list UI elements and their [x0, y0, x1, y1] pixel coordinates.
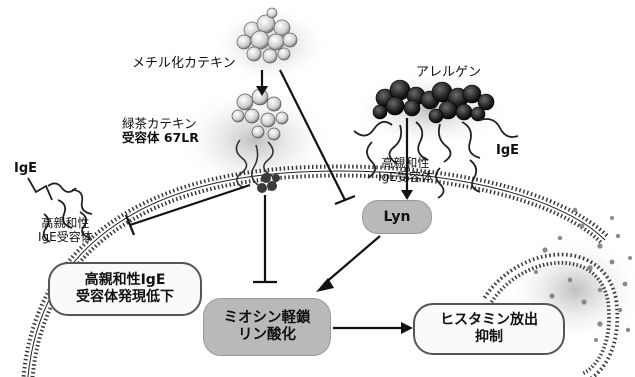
receptor-67lr — [231, 88, 289, 193]
receptor-ige-right — [353, 118, 519, 199]
histamine-release-line1: ヒスタミン放出 — [440, 312, 538, 329]
fceri-left-line2: IgE受容体 — [38, 229, 93, 244]
receptor-expression-line1: 高親和性IgE — [84, 272, 166, 289]
receptor-ige-left — [27, 177, 93, 243]
histamine-release-box: ヒスタミン放出 抑制 — [413, 303, 565, 355]
lyn-box: Lyn — [362, 200, 432, 234]
allergen-label: アレルゲン — [416, 65, 482, 80]
inhibit-receptor-to-expression — [124, 183, 251, 236]
receptor-expression-line2: 受容体発現低下 — [76, 289, 174, 305]
receptor-haze — [175, 85, 335, 195]
allergen-cluster — [372, 79, 495, 124]
catechin-cluster-top — [236, 7, 298, 64]
granule-membrane — [482, 252, 620, 377]
receptor-67lr-line1: 緑茶カテキン — [122, 116, 197, 131]
fceri-left-line1: 高親和性 — [41, 216, 90, 230]
mlc-phosphorylation-line2: リン酸化 — [238, 327, 296, 343]
mlc-phosphorylation-box: ミオシン軽鎖 リン酸化 — [203, 298, 331, 356]
inhibit-catechin-to-lyn — [279, 69, 356, 206]
arrow-allergen-to-lyn — [401, 118, 413, 200]
fceri-left-label: 高親和性 IgE受容体 — [38, 216, 93, 245]
receptor-67lr-line2: 受容体 67LR — [122, 130, 199, 146]
fceri-right-line1: 高親和性 — [381, 156, 430, 170]
arrow-catechin-to-receptor — [256, 70, 268, 96]
methyl-catechin-label: メチル化カテキン — [132, 56, 236, 71]
fceri-right-line2: IgE受容体 — [378, 169, 433, 184]
mlc-phosphorylation-line1: ミオシン軽鎖 — [223, 309, 311, 326]
ige-right-label: IgE — [496, 143, 520, 158]
arrow-mlc-to-histamine — [333, 322, 413, 334]
histamine-release-line2: 抑制 — [475, 329, 503, 345]
arrow-lyn-to-mlc — [316, 235, 381, 292]
ige-left-label: IgE — [14, 161, 38, 176]
fceri-right-label: 高親和性 IgE受容体 — [378, 156, 433, 185]
receptor-expression-box: 高親和性IgE 受容体発現低下 — [48, 262, 202, 316]
inhibit-receptor-to-mlc — [253, 195, 277, 284]
receptor-67lr-label: 緑茶カテキン 受容体 67LR — [122, 116, 199, 146]
lyn-text: Lyn — [383, 208, 411, 225]
